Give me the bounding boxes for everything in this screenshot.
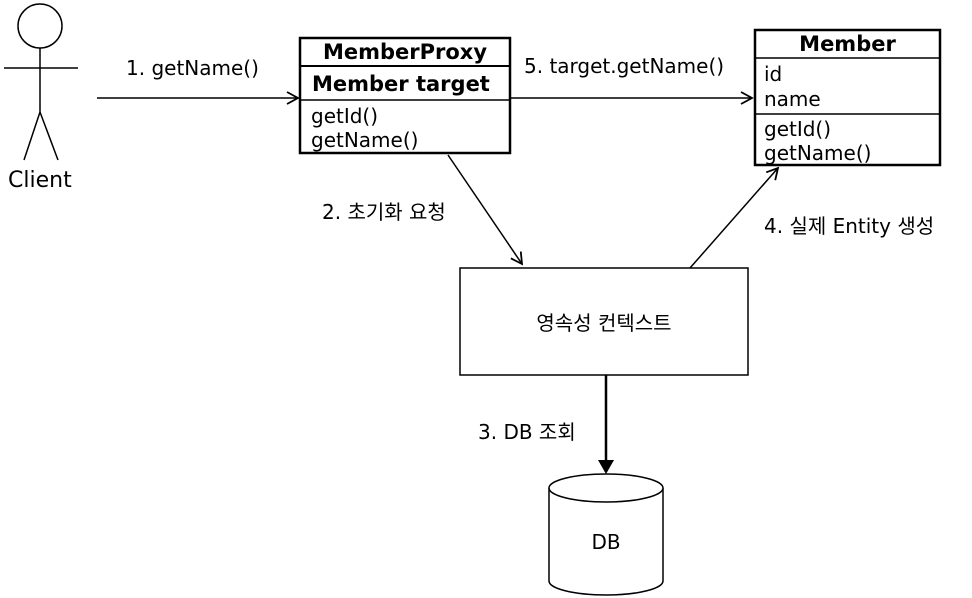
member-method-getname: getName() — [764, 141, 872, 165]
member-title: Member — [799, 32, 896, 56]
member-class-box — [753, 28, 942, 167]
persistence-context-box — [459, 267, 749, 376]
member-proxy-box — [298, 36, 512, 155]
step-2-label: 2. 초기화 요청 — [322, 200, 446, 224]
step-3-label: 3. DB 조회 — [478, 420, 576, 444]
step-5-label: 5. target.getName() — [524, 54, 725, 78]
member-field-name: name — [764, 87, 821, 111]
member-field-id: id — [764, 62, 783, 86]
proxy-method-getid: getId() — [311, 104, 379, 128]
db-label: DB — [591, 530, 621, 554]
arrow-context-to-member — [689, 166, 780, 269]
proxy-method-getname: getName() — [311, 128, 419, 152]
step-4-label: 4. 실제 Entity 생성 — [764, 214, 935, 238]
persistence-context-label: 영속성 컨텍스트 — [536, 311, 672, 335]
client-label: Client — [8, 168, 72, 193]
arrow-proxy-to-context — [447, 154, 524, 266]
proxy-target-field: Member target — [312, 72, 490, 96]
step-1-label: 1. getName() — [126, 56, 259, 80]
db-cylinder — [548, 473, 664, 596]
client-actor-figure — [4, 3, 78, 161]
member-method-getid: getId() — [764, 117, 832, 141]
proxy-title: MemberProxy — [322, 40, 488, 64]
